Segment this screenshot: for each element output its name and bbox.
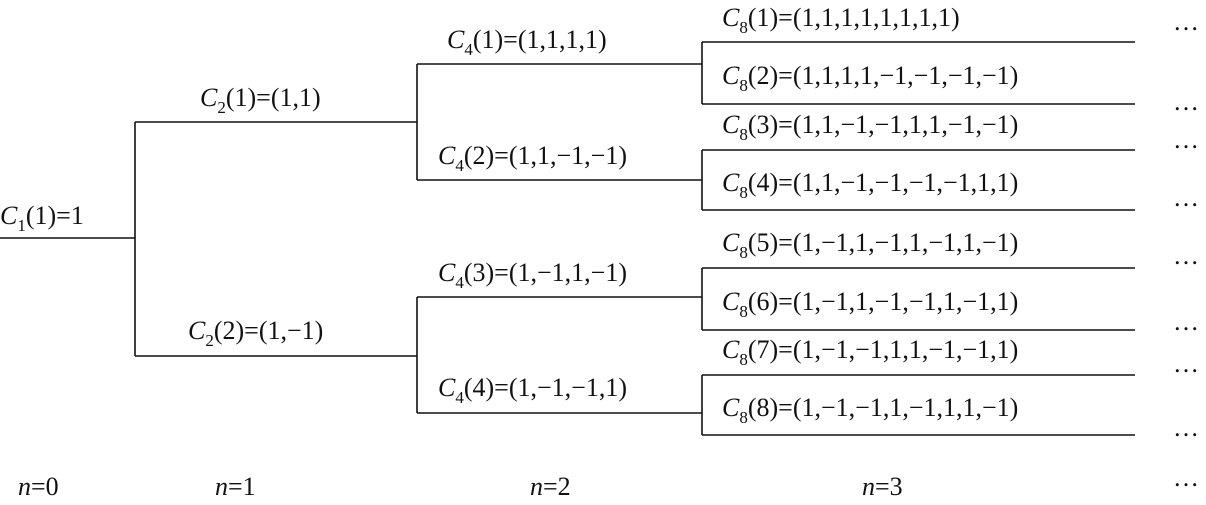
more-marker: … bbox=[1173, 307, 1199, 336]
level-label-n0: n=0 bbox=[18, 472, 59, 501]
more-marker: … bbox=[1173, 413, 1199, 442]
node-label-c4-1: C4(1)=(1,1,1,1) bbox=[447, 25, 607, 59]
level-label-n2: n=2 bbox=[530, 472, 571, 501]
node-label-c8-7: C8(7)=(1,−1,−1,1,1,−1,−1,1) bbox=[722, 335, 1018, 369]
more-marker: … bbox=[1173, 87, 1199, 116]
node-label-c2-2: C2(2)=(1,−1) bbox=[188, 316, 323, 350]
node-label-c8-1: C8(1)=(1,1,1,1,1,1,1,1) bbox=[722, 3, 960, 37]
more-marker: … bbox=[1173, 125, 1199, 154]
node-label-c4-4: C4(4)=(1,−1,−1,1) bbox=[438, 373, 627, 407]
more-marker: … bbox=[1173, 183, 1199, 212]
node-labels: C1(1)=1 C2(1)=(1,1) C2(2)=(1,−1) C4(1)=(… bbox=[0, 3, 1018, 427]
level-labels: n=0 n=1 n=2 n=3 bbox=[18, 472, 903, 501]
node-label-c4-3: C4(3)=(1,−1,1,−1) bbox=[438, 258, 627, 292]
more-marker: … bbox=[1173, 349, 1199, 378]
node-label-c1-1: C1(1)=1 bbox=[0, 201, 84, 235]
more-marker: … bbox=[1173, 7, 1199, 36]
node-label-c8-5: C8(5)=(1,−1,1,−1,1,−1,1,−1) bbox=[722, 228, 1018, 262]
node-label-c2-1: C2(1)=(1,1) bbox=[200, 83, 321, 117]
node-label-c8-3: C8(3)=(1,1,−1,−1,1,1,−1,−1) bbox=[722, 110, 1018, 144]
level-label-n3: n=3 bbox=[862, 472, 903, 501]
node-label-c8-2: C8(2)=(1,1,1,1,−1,−1,−1,−1) bbox=[722, 61, 1018, 95]
more-marker: … bbox=[1173, 463, 1199, 492]
continuation-markers: … … … … … … … … … bbox=[1173, 7, 1199, 492]
node-label-c8-6: C8(6)=(1,−1,1,−1,−1,1,−1,1) bbox=[722, 287, 1018, 321]
level-label-n1: n=1 bbox=[215, 472, 256, 501]
node-label-c8-4: C8(4)=(1,1,−1,−1,−1,−1,1,1) bbox=[722, 168, 1018, 202]
node-label-c8-8: C8(8)=(1,−1,−1,1,−1,1,1,−1) bbox=[722, 393, 1018, 427]
more-marker: … bbox=[1173, 241, 1199, 270]
tree-branches bbox=[0, 41, 1135, 436]
node-label-c4-2: C4(2)=(1,1,−1,−1) bbox=[438, 141, 627, 175]
